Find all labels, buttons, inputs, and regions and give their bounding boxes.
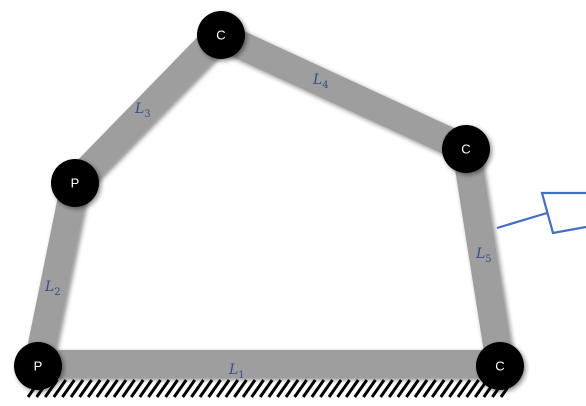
hatch-mark: [121, 379, 136, 398]
hatch-mark: [456, 379, 472, 398]
ground-hatching: [26, 379, 515, 398]
hatch-mark: [430, 379, 446, 398]
hatch-mark: [439, 379, 455, 398]
hatch-mark: [86, 379, 102, 398]
hatch-mark: [112, 379, 128, 398]
hatch-mark: [104, 379, 119, 398]
hatch-mark: [319, 379, 334, 398]
hatch-mark: [362, 379, 377, 398]
hatch-mark: [78, 379, 93, 398]
joint-right: C: [442, 125, 490, 173]
hatch-mark: [284, 379, 300, 398]
hatch-mark: [155, 379, 171, 398]
link-label-l4: L4: [312, 72, 329, 91]
hatch-mark: [276, 379, 291, 398]
hatch-mark: [336, 379, 351, 398]
hatch-mark: [241, 379, 257, 398]
hatch-mark: [405, 379, 420, 398]
link-labels: L1 L2 L3 L4 L5: [44, 72, 492, 381]
joint-base-left: P: [14, 342, 62, 390]
hatch-mark: [293, 379, 308, 398]
link-label-l5: L5: [475, 246, 492, 265]
hatch-mark: [267, 379, 283, 398]
hatch-mark: [370, 379, 386, 398]
hatch-mark: [198, 379, 214, 398]
link-label-l3: L3: [134, 101, 151, 120]
link-label-l2: L2: [44, 279, 61, 298]
hatch-mark: [138, 379, 154, 398]
hatch-mark: [301, 379, 317, 398]
hatch-mark: [224, 379, 240, 398]
hatch-mark: [147, 379, 162, 398]
hatch-mark: [69, 379, 85, 398]
joint-base-right: C: [476, 342, 524, 390]
hatch-mark: [164, 379, 179, 398]
joints: P P C C C: [14, 11, 524, 390]
gripper-end-effector: [496, 191, 586, 235]
hatch-mark: [52, 379, 68, 398]
hatch-mark: [327, 379, 343, 398]
hatch-mark: [215, 379, 231, 398]
hatch-mark: [344, 379, 360, 398]
hatch-mark: [387, 379, 403, 398]
hatch-mark: [181, 379, 197, 398]
hatch-mark: [250, 379, 265, 398]
link-label-l1: L1: [228, 362, 245, 381]
hatch-mark: [422, 379, 437, 398]
links: [24, 22, 514, 378]
hatch-mark: [190, 379, 205, 398]
joint-left: P: [51, 159, 99, 207]
hatch-mark: [258, 379, 274, 398]
joint-label: C: [216, 28, 225, 43]
hatch-mark: [396, 379, 412, 398]
joint-label: C: [461, 142, 470, 157]
joint-label: C: [495, 359, 504, 374]
link-l3: [64, 25, 230, 193]
link-l2: [24, 180, 89, 367]
hatch-mark: [379, 379, 394, 398]
hatch-mark: [233, 379, 248, 398]
joint-label: P: [71, 176, 80, 191]
hatch-mark: [448, 379, 463, 398]
hatch-mark: [413, 379, 429, 398]
hatch-mark: [353, 379, 369, 398]
hatch-mark: [95, 379, 111, 398]
hatch-mark: [129, 379, 145, 398]
hatch-mark: [310, 379, 326, 398]
hatch-mark: [172, 379, 188, 398]
link-l5: [452, 146, 514, 367]
link-l4: [213, 22, 472, 162]
joint-top: C: [197, 11, 245, 59]
hatch-mark: [43, 379, 59, 398]
hatch-mark: [465, 379, 480, 398]
hatch-mark: [61, 379, 76, 398]
joint-label: P: [34, 359, 43, 374]
hatch-mark: [207, 379, 222, 398]
